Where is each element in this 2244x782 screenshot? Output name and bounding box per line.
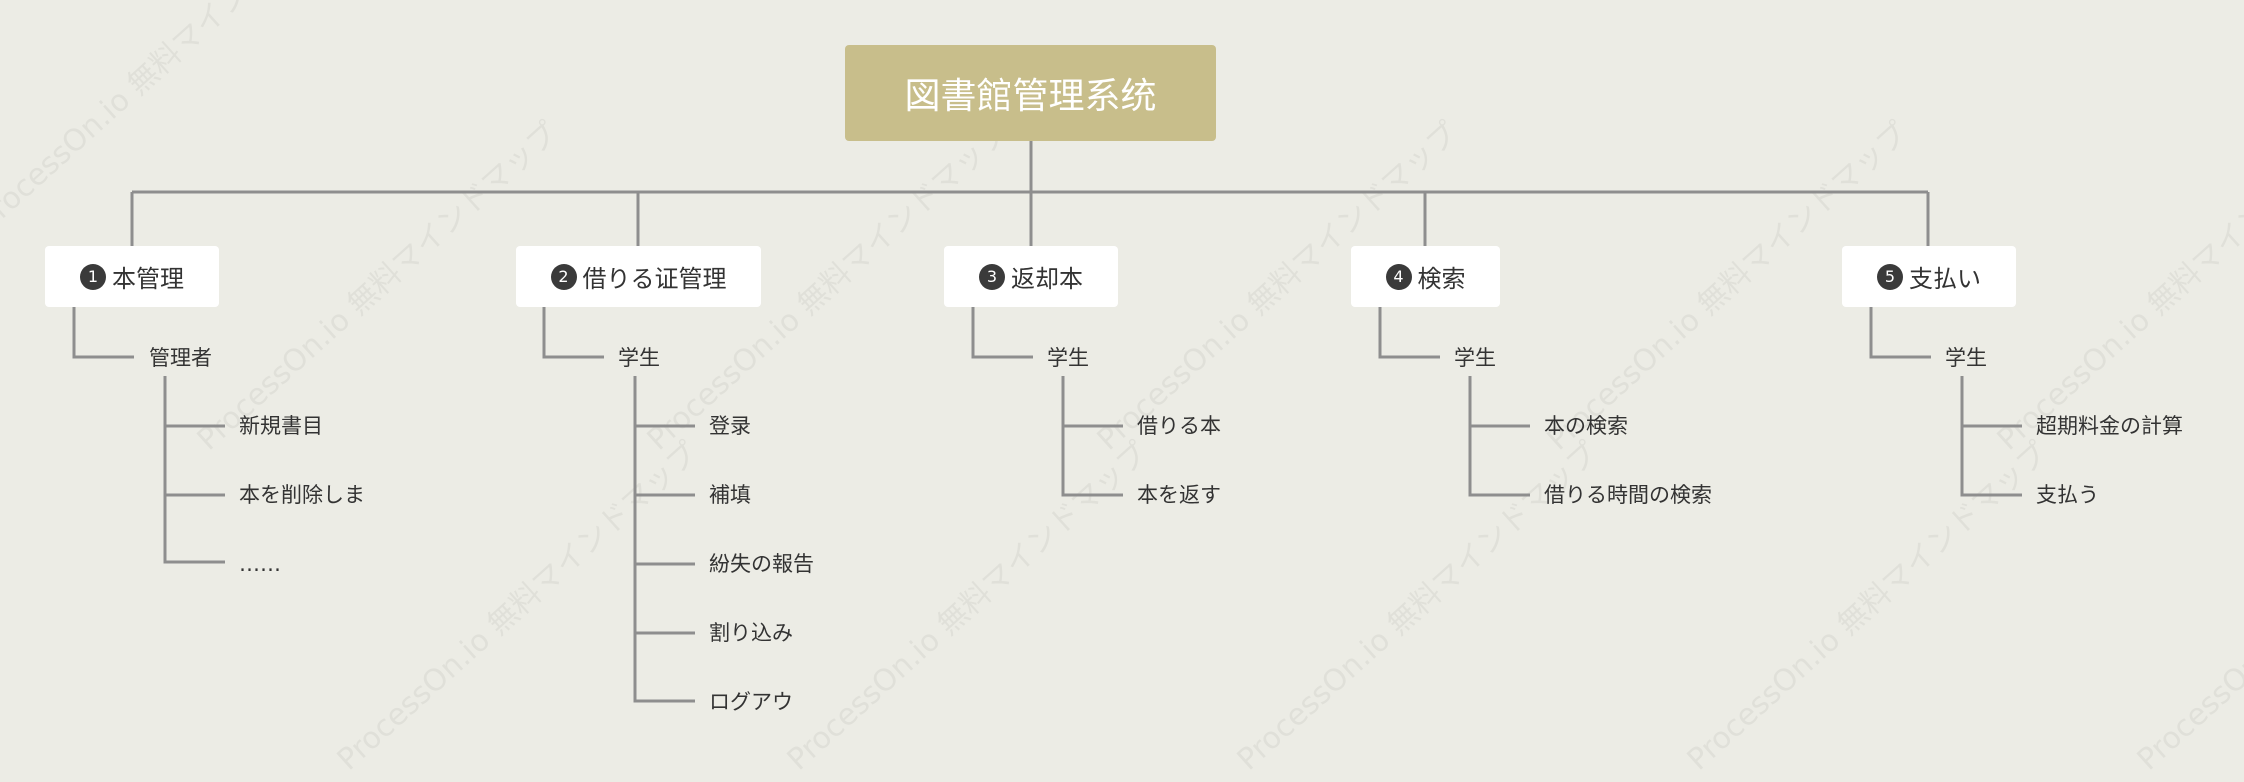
- branch-label: 借りる证管理: [582, 265, 727, 293]
- role-connector: [971, 307, 1033, 359]
- leaf-node[interactable]: 本を削除しま: [239, 483, 365, 507]
- leaf-node[interactable]: 登录: [709, 414, 751, 438]
- leaf-node[interactable]: 借りる本: [1137, 414, 1221, 438]
- role-connector: [1378, 307, 1440, 359]
- root-node-label: 図書館管理系统: [904, 76, 1157, 117]
- role-node[interactable]: 学生: [1454, 346, 1496, 370]
- leaf-node[interactable]: 本の検索: [1544, 414, 1628, 438]
- branch-label: 検索: [1417, 265, 1466, 293]
- leaf-node[interactable]: ……: [239, 552, 281, 576]
- number-badge: 3: [979, 263, 1005, 290]
- role-connector: [72, 307, 134, 359]
- leaf-node[interactable]: 割り込み: [709, 621, 793, 645]
- role-connector: [1869, 307, 1931, 359]
- role-node[interactable]: 管理者: [149, 346, 212, 370]
- leaf-connector: [1468, 376, 1530, 497]
- leaf-connector: [163, 376, 225, 564]
- number-badge: 1: [80, 263, 106, 290]
- role-node[interactable]: 学生: [1945, 346, 1987, 370]
- root-node[interactable]: 図書館管理系统: [845, 45, 1216, 141]
- branch-label: 返却本: [1011, 265, 1083, 293]
- leaf-connector: [1960, 376, 2022, 497]
- leaf-node[interactable]: 補填: [709, 483, 751, 507]
- role-node[interactable]: 学生: [618, 346, 660, 370]
- leaf-node[interactable]: ログアウ: [709, 690, 793, 714]
- leaf-node[interactable]: 支払う: [2036, 483, 2099, 507]
- leaf-node[interactable]: 新規書目: [239, 414, 323, 438]
- branch-node-card-management[interactable]: 2 借りる证管理: [516, 246, 761, 307]
- leaf-connector: [1061, 376, 1123, 497]
- role-connector: [542, 307, 604, 359]
- branch-label: 本管理: [112, 265, 184, 293]
- branch-node-book-management[interactable]: 1 本管理: [45, 246, 219, 307]
- number-badge: 4: [1385, 263, 1412, 290]
- role-node[interactable]: 学生: [1047, 346, 1089, 370]
- leaf-node[interactable]: 借りる時間の検索: [1544, 483, 1712, 507]
- number-badge: 5: [1877, 263, 1903, 290]
- leaf-connector: [633, 376, 695, 703]
- leaf-node[interactable]: 本を返す: [1137, 483, 1221, 507]
- branch-label: 支払い: [1909, 265, 1981, 293]
- number-badge: 2: [550, 263, 577, 290]
- leaf-node[interactable]: 紛失の報告: [709, 552, 814, 576]
- branch-node-return-book[interactable]: 3 返却本: [944, 246, 1118, 307]
- leaf-node[interactable]: 超期料金の計算: [2036, 414, 2183, 438]
- branch-node-payment[interactable]: 5 支払い: [1842, 246, 2016, 307]
- branch-node-search[interactable]: 4 検索: [1351, 246, 1500, 307]
